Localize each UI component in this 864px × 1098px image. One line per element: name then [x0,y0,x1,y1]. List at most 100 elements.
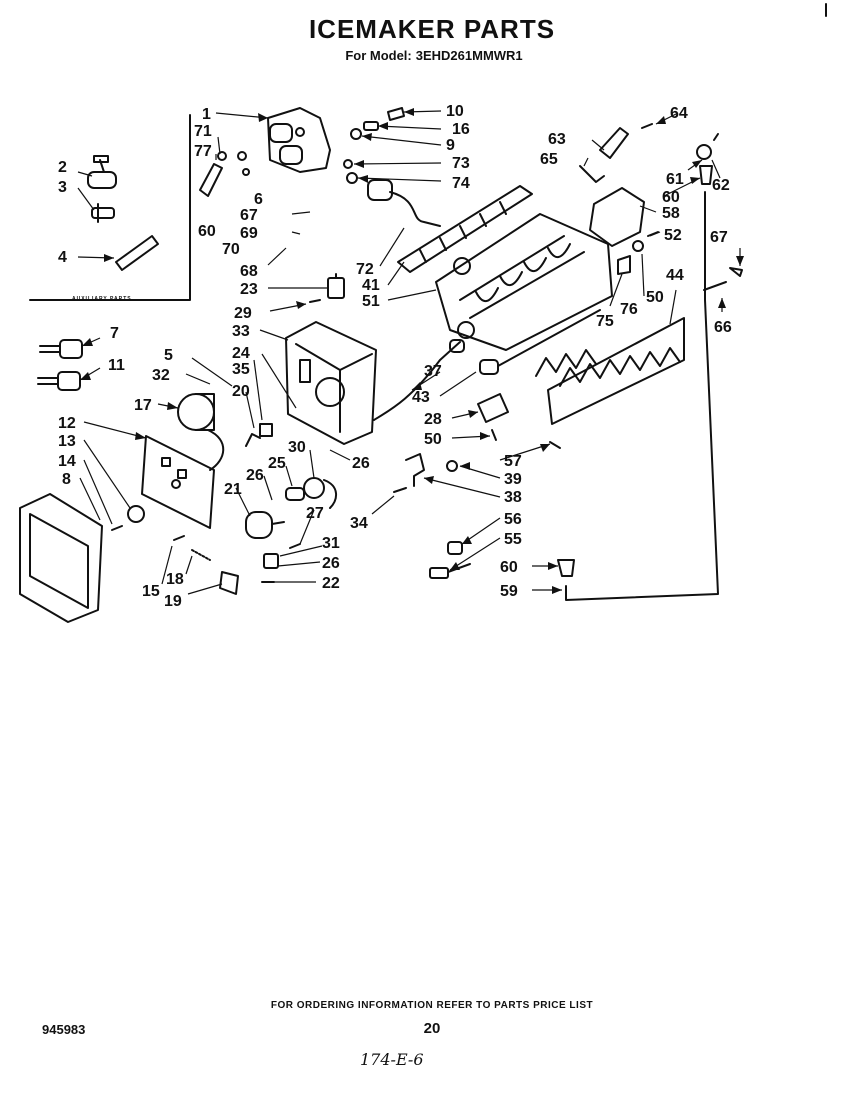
callout-16: 16 [452,121,470,138]
callout-39: 39 [504,471,522,488]
callout-50b: 50 [646,289,664,306]
thermostat-43 [449,309,601,375]
timing-motor [177,393,225,471]
callout-77: 77 [194,143,212,160]
callout-6: 6 [254,191,263,208]
callout-21: 21 [224,481,242,498]
auxiliary-parts-box [29,114,191,301]
callout-59: 59 [500,583,518,600]
callout-26a: 26 [352,455,370,472]
cam-and-screws [245,423,337,509]
callout-22: 22 [322,575,340,592]
callout-60b: 60 [662,189,680,206]
callout-65: 65 [540,151,558,168]
callout-34: 34 [350,515,368,532]
callout-44: 44 [666,267,684,284]
callout-63: 63 [548,131,566,148]
callout-25: 25 [268,455,286,472]
callout-2: 2 [58,159,67,176]
callout-73: 73 [452,155,470,172]
callout-60a: 60 [198,223,216,240]
icemaker-mold [435,213,613,351]
callout-8: 8 [62,471,71,488]
callout-17: 17 [134,397,152,414]
callout-9: 9 [446,137,455,154]
handwritten-note: 174-E-6 [360,1050,424,1069]
callout-51: 51 [362,293,380,310]
callout-15: 15 [142,583,160,600]
callout-71: 71 [194,123,212,140]
drive-motor [245,511,285,539]
callout-7: 7 [110,325,119,342]
diagram-title: ICEMAKER PARTS [308,14,556,44]
callout-74: 74 [452,175,470,192]
document-code: 945983 [42,1022,86,1037]
callout-33: 33 [232,323,250,340]
fill-cup-bracket [267,107,331,173]
callout-61: 61 [666,171,684,188]
callout-55: 55 [504,531,522,548]
callout-3: 3 [58,179,67,196]
callout-62: 62 [712,177,730,194]
callout-35: 35 [232,361,250,378]
callout-19: 19 [164,593,182,610]
callout-23: 23 [240,281,258,298]
callout-56: 56 [504,511,522,528]
callout-58: 58 [662,205,680,222]
wiring-harness [429,541,471,579]
drive-gear [111,505,145,531]
fill-tube-heater [367,179,441,227]
page-number: 20 [423,1020,441,1037]
callout-30: 30 [288,439,306,456]
front-cover [19,493,103,623]
ejector-blades [397,185,533,273]
ice-stripper [535,317,685,425]
callout-75: 75 [596,313,614,330]
control-housing [285,321,377,445]
model-prefix: For Model: [345,48,412,63]
lower-small-parts [173,535,301,595]
callout-26b: 26 [246,467,264,484]
callout-52: 52 [664,227,682,244]
callout-14: 14 [58,453,76,470]
fitting-part [91,203,115,223]
fill-tube-assembly [579,123,653,247]
callout-28: 28 [424,411,442,428]
callout-38: 38 [504,489,522,506]
small-hardware-top [343,107,405,184]
callout-67a: 67 [240,207,258,224]
heater-wire [373,341,461,421]
auxiliary-parts-caption: AUXILIARY PARTS [72,296,132,302]
callout-57: 57 [504,453,522,470]
callout-18: 18 [166,571,184,588]
shutoff-bracket [393,453,458,493]
shutoff-arm-parts [617,231,659,275]
callout-41: 41 [362,277,380,294]
thermostat-clip [477,393,561,449]
callout-1: 1 [202,106,211,123]
callout-64: 64 [670,105,688,122]
callout-13: 13 [58,433,76,450]
callout-68: 68 [240,263,258,280]
callout-43: 43 [412,389,430,406]
rod-clip [703,267,743,291]
shutoff-arm-rod [565,133,719,601]
callout-12: 12 [58,415,76,432]
callout-31: 31 [322,535,340,552]
callout-69: 69 [240,225,258,242]
callout-76: 76 [620,301,638,318]
callout-24: 24 [232,345,250,362]
callout-70: 70 [222,241,240,258]
callout-37: 37 [424,363,442,380]
callout-50a: 50 [424,431,442,448]
ordering-note: FOR ORDERING INFORMATION REFER TO PARTS … [270,1000,594,1011]
mounting-plate [141,435,215,529]
callout-20: 20 [232,383,250,400]
callout-26c: 26 [322,555,340,572]
callout-66: 66 [714,319,732,336]
callout-10: 10 [446,103,464,120]
water-valve-fittings [199,151,250,197]
callout-60c: 60 [500,559,518,576]
plug-60 [557,559,575,577]
